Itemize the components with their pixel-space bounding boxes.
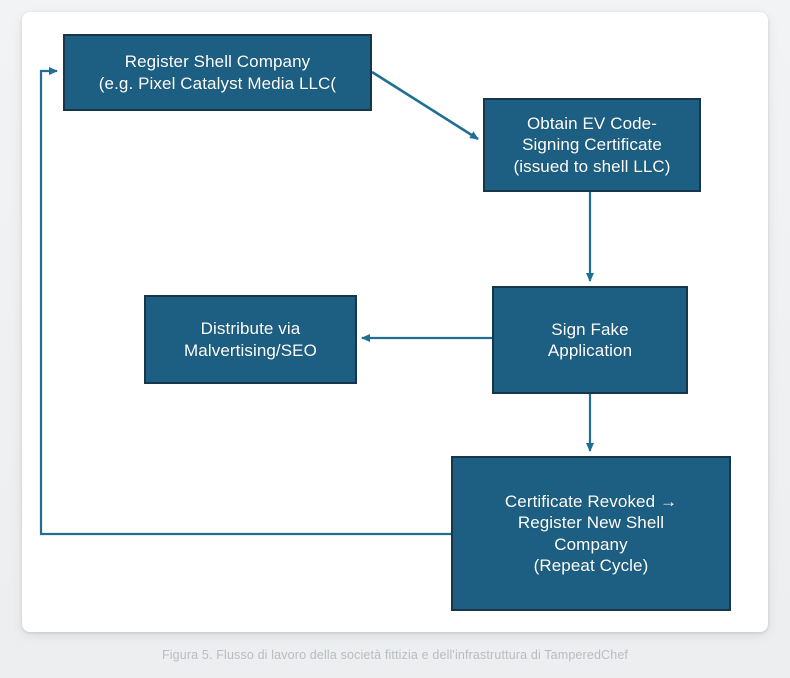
node-certificate-revoked: Certificate Revoked → Register New Shell… [451, 456, 731, 611]
node-obtain-certificate: Obtain EV Code- Signing Certificate (iss… [483, 98, 701, 192]
node-sign-fake-application: Sign Fake Application [492, 286, 688, 394]
node-sign-fake-application-label: Sign Fake Application [547, 319, 633, 360]
figure-caption: Figura 5. Flusso di lavoro della società… [161, 648, 629, 662]
node-distribute-malvertising: Distribute via Malvertising/SEO [144, 295, 357, 384]
node-obtain-certificate-label: Obtain EV Code- Signing Certificate (iss… [513, 114, 671, 176]
node-register-shell-label: Register Shell Company (e.g. Pixel Catal… [98, 52, 337, 93]
node-register-shell: Register Shell Company (e.g. Pixel Catal… [63, 34, 372, 111]
node-certificate-revoked-label: Certificate Revoked → Register New Shell… [504, 492, 678, 575]
node-distribute-malvertising-label: Distribute via Malvertising/SEO [184, 319, 317, 360]
